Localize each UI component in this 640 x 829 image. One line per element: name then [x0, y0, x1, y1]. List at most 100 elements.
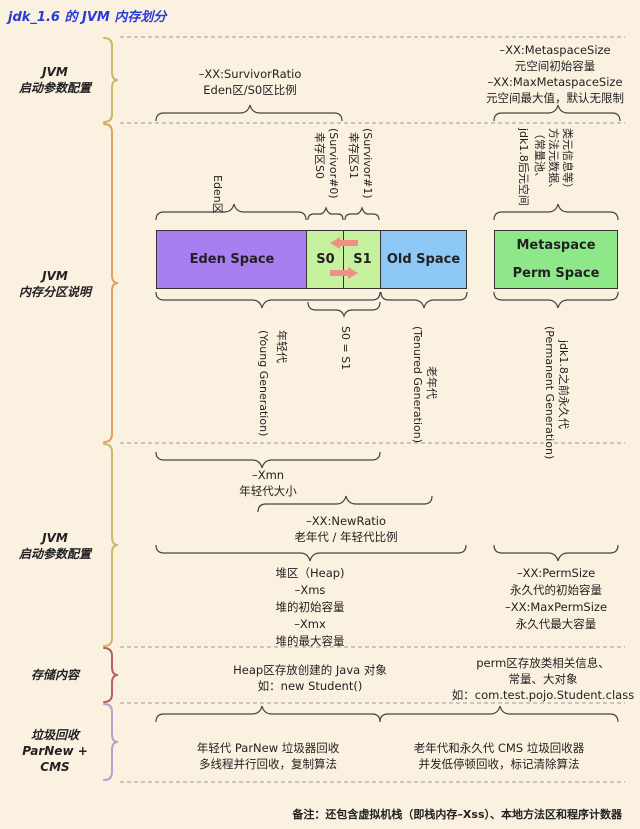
param-line: –XX:MaxMetaspaceSize: [487, 75, 623, 89]
section-label-line: JVM: [42, 531, 68, 545]
s0-box: S0: [306, 230, 345, 289]
eden-space-label: Eden Space: [189, 252, 275, 267]
eden-space-box: Eden Space: [156, 230, 308, 289]
gc-old-text: 老年代和永久代 CMS 垃圾回收器 并发低停顿回收，标记清除算法: [394, 740, 604, 772]
storage-line: 如：com.test.pojo.Student.class: [451, 688, 635, 702]
brace-s-bottom: [307, 301, 381, 318]
param-line: 元空间最大值，默认无限制: [486, 91, 624, 105]
young-gen-label-a: 年轻代: [275, 330, 288, 363]
section-label-line: 启动参数配置: [18, 81, 91, 95]
section-brace-2: [103, 123, 119, 443]
perm-params-text: –XX:PermSize 永久代的初始容量 –XX:MaxPermSize 永久…: [486, 565, 626, 633]
brace-young-bottom: [155, 291, 381, 309]
section-brace-3: [103, 443, 119, 647]
page-title: jdk_1.6 的 JVM 内存划分: [8, 10, 167, 25]
section-label-memory-regions: JVM 内存分区说明: [10, 268, 100, 300]
param-line: 年轻代大小: [239, 484, 297, 498]
gc-line: 并发低停顿回收，标记清除算法: [418, 757, 580, 771]
s0-region-label-a: 幸存区S0: [313, 132, 326, 179]
s1-box: S1: [343, 230, 382, 289]
storage-line: 如：new Student(): [257, 679, 363, 693]
section-label-line: 垃圾回收: [30, 728, 79, 742]
param-line: –XX:PermSize: [516, 566, 596, 580]
xmn-text: –Xmn 年轻代大小: [208, 467, 328, 499]
gc-young-text: 年轻代 ParNew 垃圾器回收 多线程并行回收，复制算法: [178, 740, 358, 772]
brace-xmn: [155, 451, 381, 469]
param-line: –XX:SurvivorRatio: [198, 67, 302, 81]
brace-perm-params: [493, 544, 619, 562]
heap-params-text: 堆区（Heap) –Xms 堆的初始容量 –Xmx 堆的最大容量: [240, 565, 380, 650]
eden-region-label: Eden区: [211, 175, 224, 214]
meta-region-label-d: 类元信息等）: [561, 128, 574, 194]
storage-line: perm区存放类相关信息、: [476, 656, 610, 670]
old-gen-label-a: 老年代: [425, 366, 438, 399]
brace-survivor-ratio: [155, 104, 343, 122]
survivor-ratio-text: –XX:SurvivorRatio Eden区/S0区比例: [180, 66, 320, 98]
metaspace-params-text: –XX:MetaspaceSize 元空间初始容量 –XX:MaxMetaspa…: [470, 42, 640, 106]
param-line: –XX:MetaspaceSize: [499, 43, 611, 57]
param-line: –XX:NewRatio: [306, 514, 386, 528]
param-line: Eden区/S0区比例: [203, 83, 297, 97]
brace-s1-top: [344, 206, 380, 221]
param-line: 老年代 / 年轻代比例: [294, 530, 398, 544]
perm-gen-label-a: jdk1.8之前永久代: [557, 340, 570, 429]
brace-s0-top: [307, 206, 344, 221]
param-line: 堆的最大容量: [275, 634, 345, 648]
section-label-startup-params-1: JVM 启动参数配置: [10, 64, 100, 96]
brace-gc-old: [379, 705, 619, 723]
section-label-storage: 存储内容: [10, 667, 100, 683]
gc-line: 年轻代 ParNew 垃圾器回收: [196, 741, 340, 755]
footer-note: 备注：还包含虚拟机栈（即栈内存–Xss）、本地方法区和程序计数器: [292, 808, 622, 821]
s1-region-label-b: (Survivor#1): [361, 128, 374, 199]
gc-line: 多线程并行回收，复制算法: [199, 757, 337, 771]
brace-metaspace-top: [493, 104, 621, 122]
meta-region-label-b: （常量池、: [533, 128, 546, 183]
section-label-line: 内存分区说明: [18, 285, 91, 299]
young-gen-label-b: (Young Generation): [257, 330, 270, 437]
brace-gc-young: [155, 705, 381, 723]
s1-region-label-a: 幸存区S1: [347, 132, 360, 179]
param-line: 堆区（Heap): [275, 566, 345, 580]
section-label-line: ParNew + CMS: [22, 744, 88, 774]
param-line: –Xms: [294, 583, 326, 597]
s-equal-label: S0 = S1: [339, 326, 352, 371]
s1-label: S1: [353, 252, 372, 267]
gc-line: 老年代和永久代 CMS 垃圾回收器: [413, 741, 585, 755]
param-line: –Xmx: [294, 617, 326, 631]
metaspace-perm-box: Metaspace Perm Space: [494, 230, 618, 289]
perm-storage-text: perm区存放类相关信息、 常量、大对象 如：com.test.pojo.Stu…: [448, 655, 638, 703]
section-label-line: JVM: [42, 65, 68, 79]
section-brace-1: [103, 37, 119, 123]
s0-region-label-b: (Survivor#0): [327, 128, 340, 199]
param-line: 永久代的初始容量: [510, 583, 602, 597]
old-space-label: Old Space: [386, 252, 461, 267]
section-label-gc: 垃圾回收 ParNew + CMS: [6, 727, 104, 775]
newratio-text: –XX:NewRatio 老年代 / 年轻代比例: [266, 513, 426, 545]
param-line: 永久代最大容量: [515, 617, 597, 631]
perm-space-label: Perm Space: [512, 266, 600, 282]
param-line: –XX:MaxPermSize: [504, 600, 608, 614]
storage-line: 常量、大对象: [508, 672, 578, 686]
param-line: 堆的初始容量: [275, 600, 345, 614]
brace-newratio-top: [257, 495, 433, 513]
storage-line: Heap区存放创建的 Java 对象: [233, 663, 387, 677]
section-label-line: JVM: [42, 269, 68, 283]
s0-label: S0: [316, 252, 335, 267]
meta-region-label-c: 方法元数据、: [547, 128, 560, 194]
param-line: 元空间初始容量: [514, 59, 596, 73]
old-gen-label-b: (Tenured Generation): [411, 326, 424, 444]
metaspace-label: Metaspace: [516, 237, 596, 253]
meta-region-label-a: jdk1.8后元空间: [517, 128, 530, 206]
brace-old-bottom: [380, 291, 468, 309]
param-line: –Xmn: [251, 468, 285, 482]
section-label-line: 启动参数配置: [18, 547, 91, 561]
perm-gen-label-b: (Permanent Generation): [543, 326, 556, 460]
section-brace-4: [103, 647, 119, 703]
brace-perm-bottom: [493, 291, 619, 309]
brace-meta-top: [493, 203, 619, 221]
section-label-line: 存储内容: [30, 668, 79, 682]
section-brace-5: [103, 703, 119, 781]
brace-eden-top: [155, 203, 307, 221]
heap-storage-text: Heap区存放创建的 Java 对象 如：new Student(): [200, 662, 420, 694]
